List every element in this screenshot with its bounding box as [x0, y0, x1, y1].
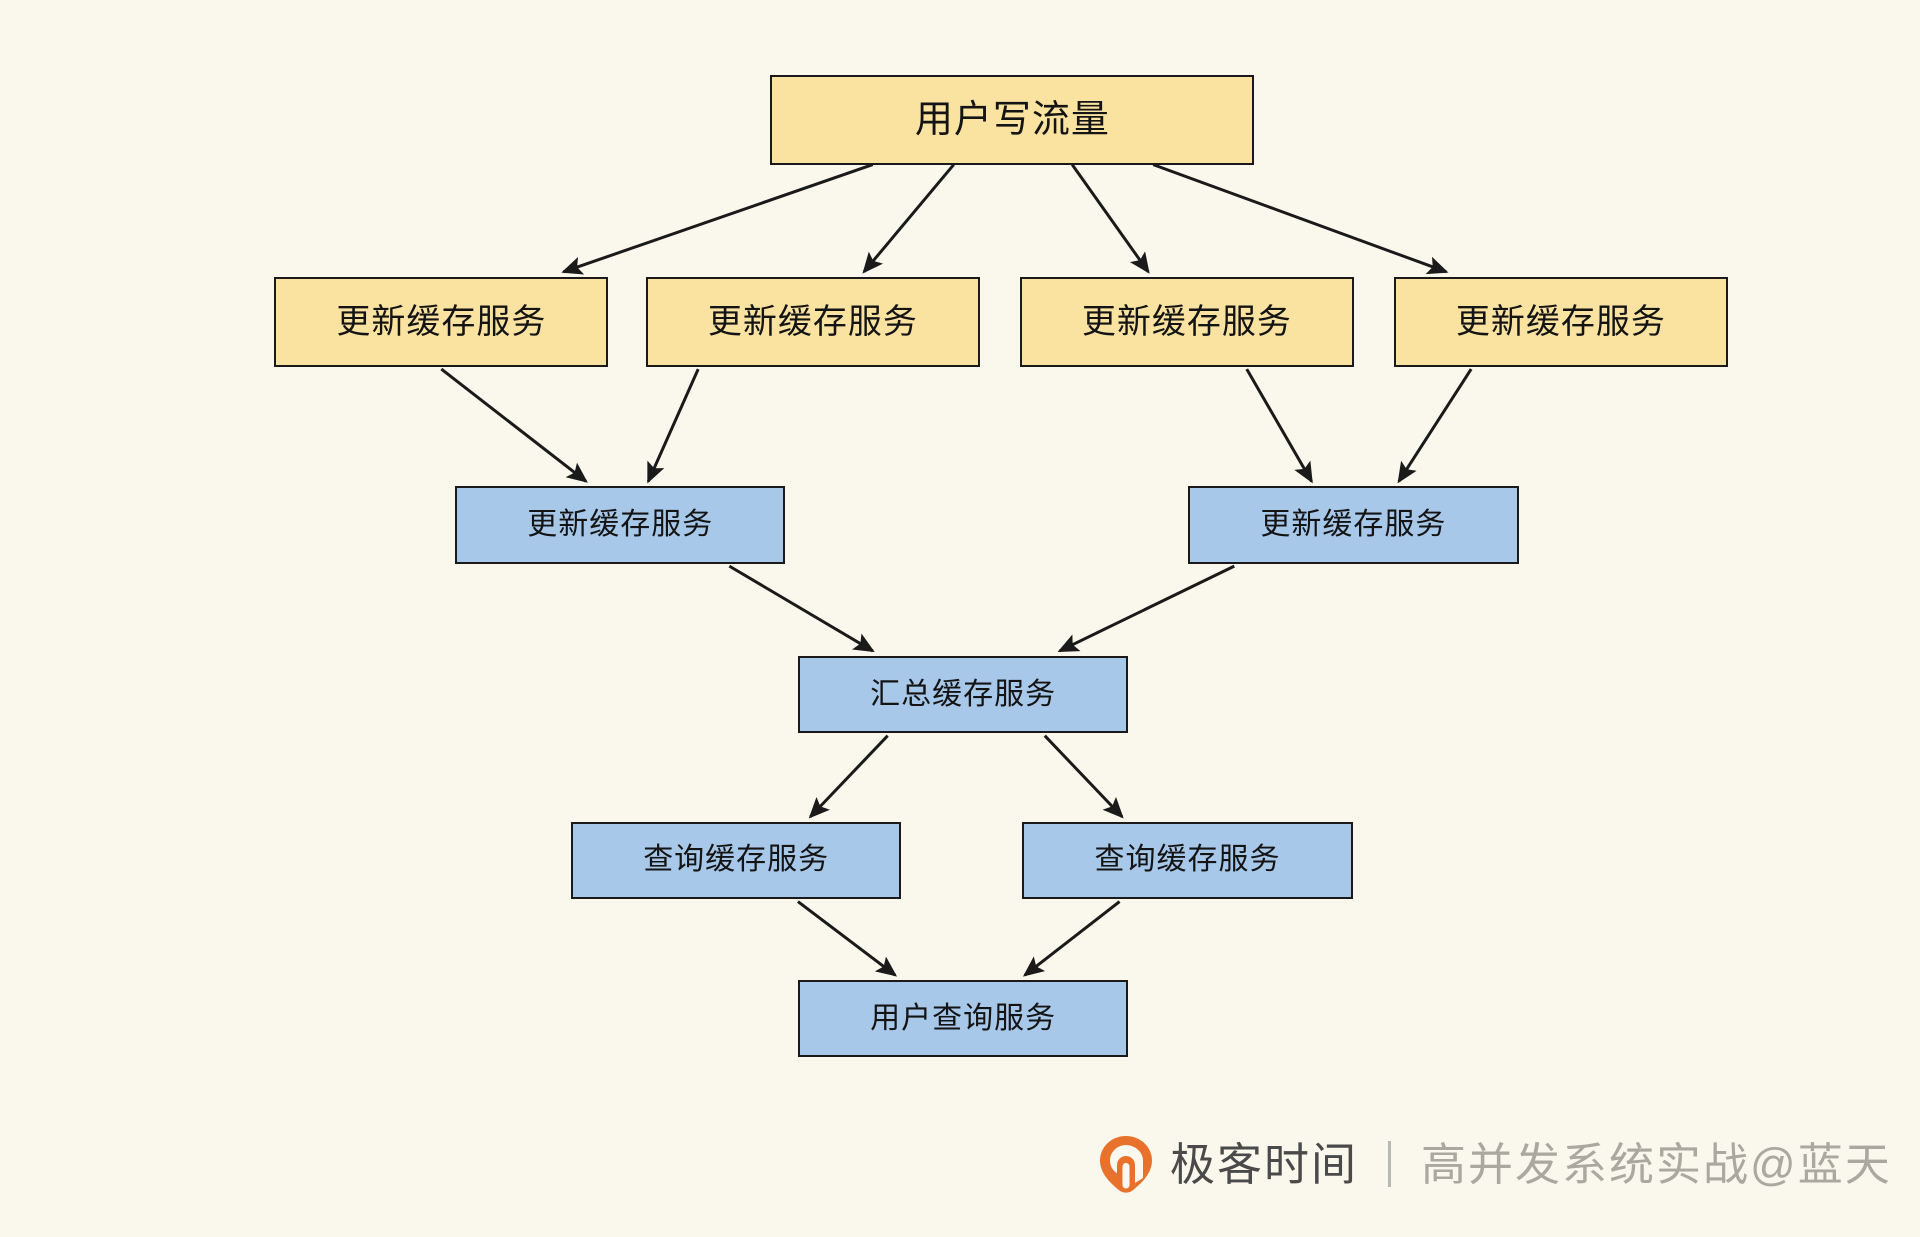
edge-query-cache-right-to-user-query	[1022, 900, 1121, 977]
node-label: 用户查询服务	[870, 1001, 1057, 1035]
node-label: 更新缓存服务	[527, 507, 714, 541]
edge-update-cache-4-to-update-cache-agg-right	[1397, 368, 1473, 484]
node-update-cache-3: 更新缓存服务	[1019, 276, 1354, 367]
edge-query-cache-left-to-user-query	[797, 900, 898, 977]
brand-name: 极客时间	[1170, 1138, 1359, 1190]
node-summary-cache: 汇总缓存服务	[797, 655, 1129, 734]
edge-summary-cache-to-query-cache-left	[808, 734, 889, 819]
footer-watermark: 极客时间 高并发系统实战@蓝天	[1098, 1118, 1892, 1210]
edge-write-traffic-to-update-cache-2	[862, 163, 955, 274]
node-label: 用户写流量	[914, 98, 1110, 141]
node-write-traffic: 用户写流量	[770, 74, 1255, 165]
node-label: 更新缓存服务	[1081, 302, 1292, 341]
geektime-logo-icon	[1100, 1136, 1152, 1193]
node-update-cache-4: 更新缓存服务	[1393, 276, 1728, 367]
node-label: 汇总缓存服务	[870, 677, 1057, 711]
node-label: 更新缓存服务	[1455, 302, 1666, 341]
edge-update-cache-1-to-update-cache-agg-left	[440, 367, 588, 483]
node-update-cache-1: 更新缓存服务	[274, 276, 609, 367]
edge-update-cache-agg-left-to-summary-cache	[728, 564, 875, 653]
edge-write-traffic-to-update-cache-4	[1152, 163, 1449, 275]
node-query-cache-right: 查询缓存服务	[1022, 821, 1353, 900]
node-update-cache-agg-right: 更新缓存服务	[1188, 486, 1519, 564]
node-user-query: 用户查询服务	[797, 980, 1129, 1058]
node-query-cache-left: 查询缓存服务	[571, 821, 902, 900]
edge-update-cache-2-to-update-cache-agg-left	[646, 368, 700, 484]
course-name: 高并发系统实战@蓝天	[1421, 1138, 1892, 1190]
edge-write-traffic-to-update-cache-3	[1070, 163, 1150, 274]
edge-update-cache-3-to-update-cache-agg-right	[1245, 368, 1313, 484]
node-update-cache-agg-left: 更新缓存服务	[455, 486, 786, 564]
node-label: 查询缓存服务	[643, 843, 830, 877]
node-label: 更新缓存服务	[707, 302, 918, 341]
edge-write-traffic-to-update-cache-1	[561, 163, 874, 275]
node-update-cache-2: 更新缓存服务	[645, 276, 980, 367]
edge-summary-cache-to-query-cache-right	[1043, 734, 1124, 819]
node-label: 查询缓存服务	[1094, 843, 1281, 877]
footer-separator	[1388, 1141, 1392, 1187]
node-label: 更新缓存服务	[336, 302, 547, 341]
edge-update-cache-agg-right-to-summary-cache	[1057, 564, 1235, 653]
node-label: 更新缓存服务	[1260, 507, 1447, 541]
